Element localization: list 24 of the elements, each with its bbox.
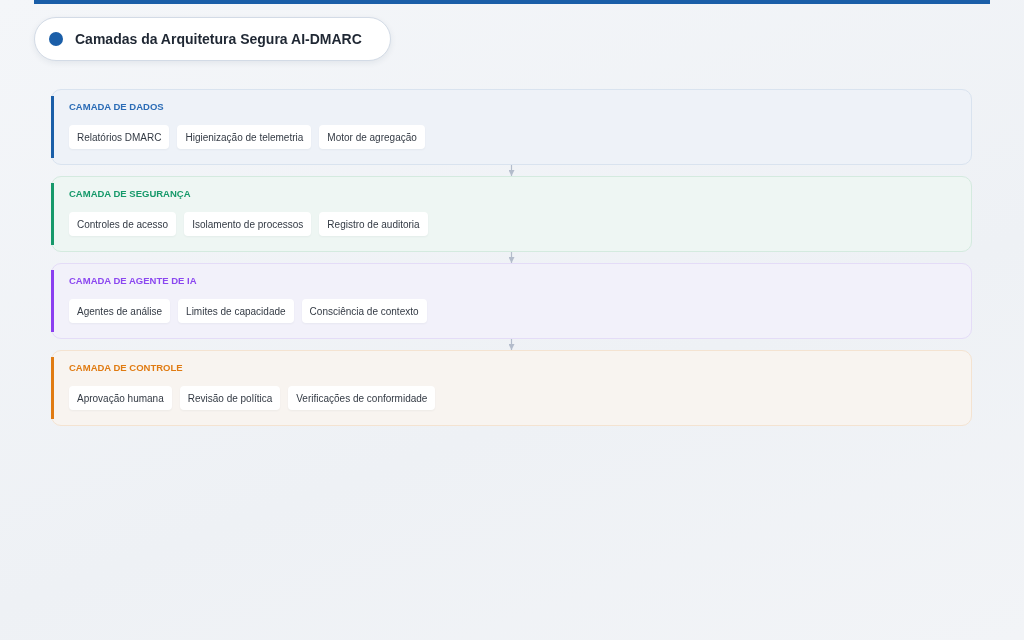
component-tag: Controles de acesso — [69, 212, 177, 236]
component-tag: Limites de capacidade — [178, 299, 294, 323]
component-tag: Registro de auditoria — [319, 212, 428, 236]
component-tag: Consciência de contexto — [301, 299, 427, 323]
layer-panel — [51, 263, 972, 339]
layer-heading: CAMADA DE AGENTE DE IA — [69, 274, 197, 288]
layer-panel — [51, 176, 972, 252]
component-tag: Higienização de telemetria — [177, 125, 312, 149]
layer-heading: CAMADA DE SEGURANÇA — [69, 187, 191, 201]
component-tag: Revisão de política — [179, 386, 281, 410]
component-tag: Verificações de conformidade — [288, 386, 436, 410]
component-tag: Aprovação humana — [69, 386, 172, 410]
arrow — [508, 164, 515, 177]
component-tag: Motor de agregação — [319, 125, 425, 149]
arrow — [508, 251, 515, 264]
component-tag: Relatórios DMARC — [69, 125, 170, 149]
component-tag: Agentes de análise — [69, 299, 171, 323]
layer-panel — [51, 350, 972, 426]
component-tag: Isolamento de processos — [184, 212, 312, 236]
layer-heading: CAMADA DE CONTROLE — [69, 361, 183, 375]
arrow — [508, 338, 515, 351]
layer-heading: CAMADA DE DADOS — [69, 100, 164, 114]
layer-panel — [51, 89, 972, 165]
diagram-title: Camadas da Arquitetura Segura AI-DMARC — [75, 31, 362, 47]
